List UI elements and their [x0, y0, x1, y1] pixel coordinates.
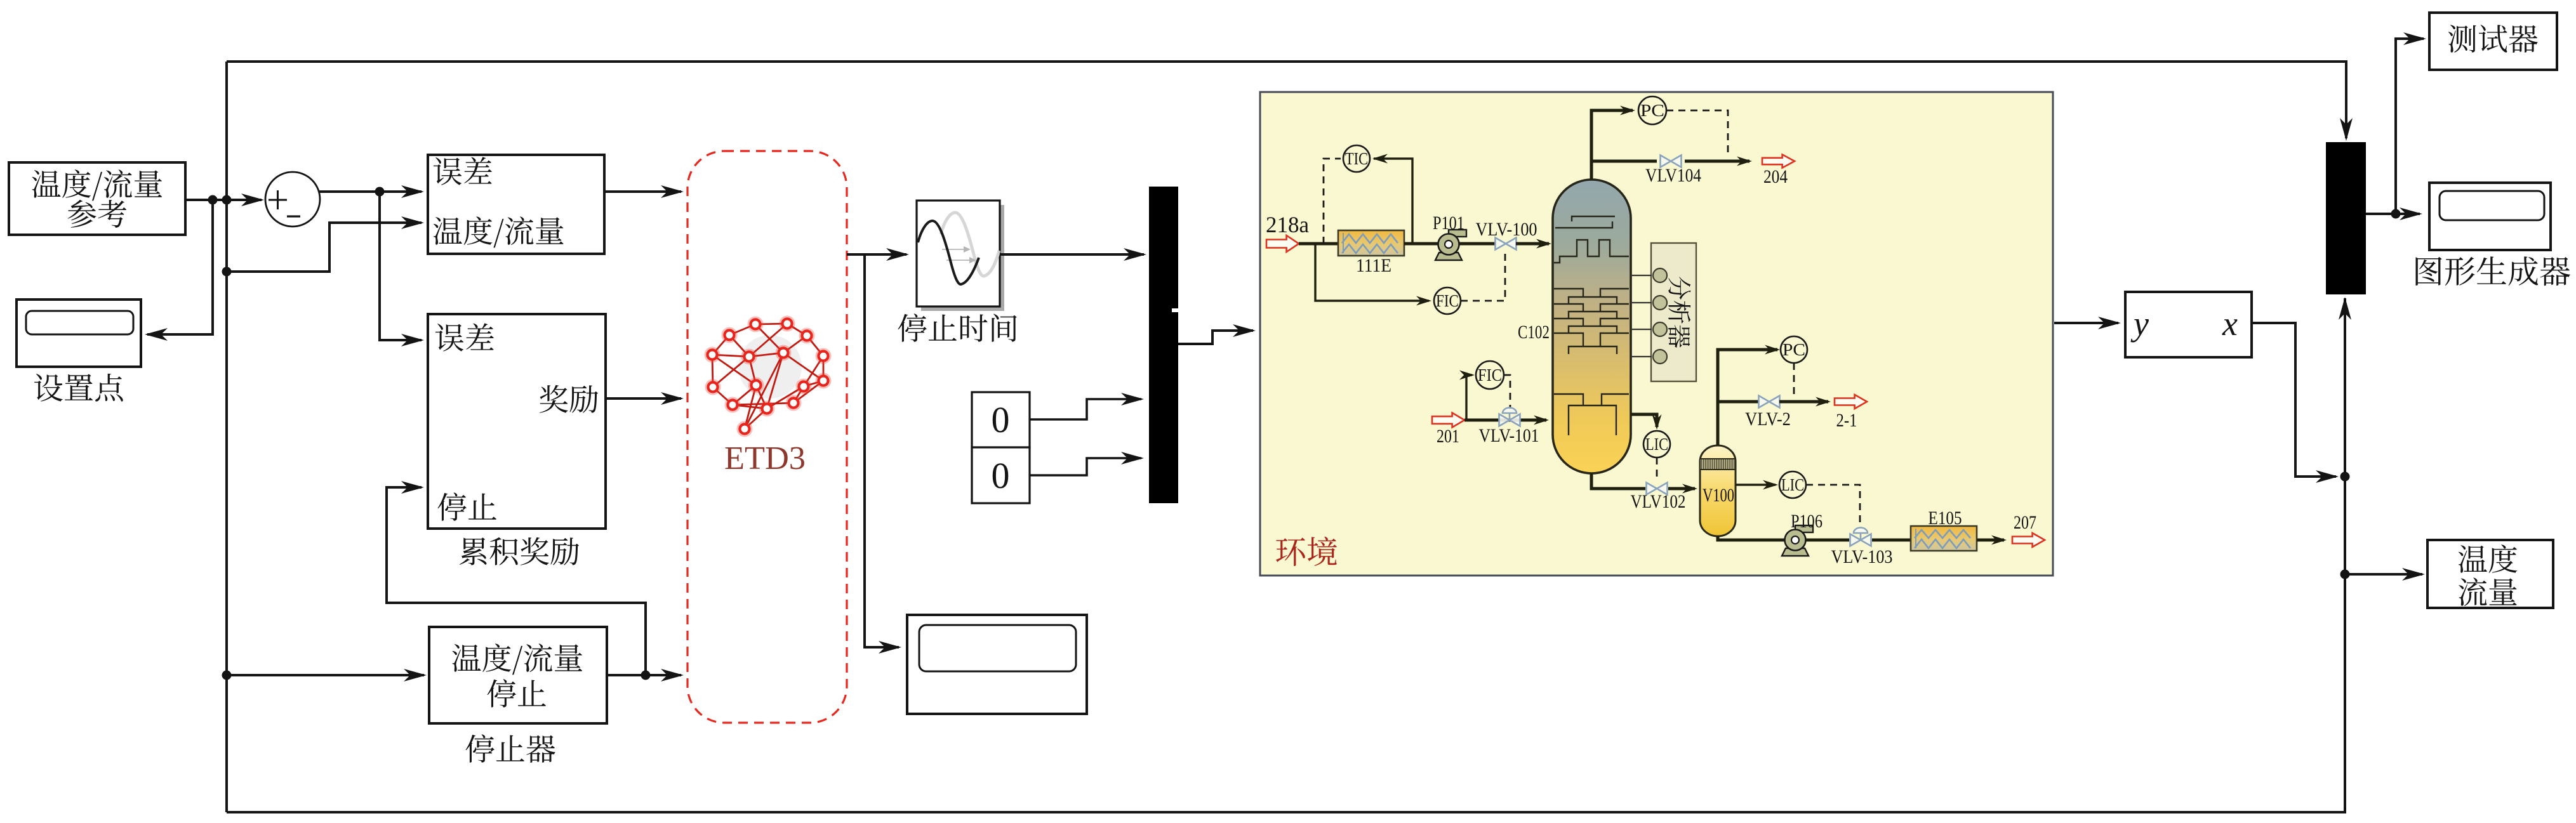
svg-text:111E: 111E	[1356, 255, 1391, 276]
svg-text:201: 201	[1437, 426, 1459, 447]
svg-text:204: 204	[1763, 166, 1788, 187]
svg-text:LIC: LIC	[1645, 435, 1668, 454]
svg-text:PC: PC	[1783, 340, 1805, 359]
svg-text:C102: C102	[1518, 322, 1550, 343]
svg-text:LIC: LIC	[1781, 475, 1804, 494]
svg-text:VLV-101: VLV-101	[1479, 425, 1539, 446]
svg-text:207: 207	[2014, 512, 2036, 533]
svg-text:V100: V100	[1703, 485, 1734, 506]
svg-text:0: 0	[992, 455, 1010, 496]
svg-text:VLV-2: VLV-2	[1745, 409, 1791, 430]
svg-text:y: y	[2130, 305, 2149, 343]
svg-text:E105: E105	[1929, 508, 1962, 529]
svg-text:VLV102: VLV102	[1631, 491, 1686, 512]
svg-text:PC: PC	[1640, 101, 1664, 120]
svg-text:TIC: TIC	[1345, 149, 1368, 168]
svg-text:2-1: 2-1	[1836, 410, 1857, 431]
svg-text:218a: 218a	[1266, 212, 1309, 237]
svg-text:0: 0	[992, 399, 1010, 440]
svg-text:FIC: FIC	[1478, 365, 1502, 385]
svg-text:ETD3: ETD3	[724, 440, 806, 477]
svg-text:VLV-100: VLV-100	[1476, 219, 1537, 240]
svg-text:FIC: FIC	[1436, 291, 1459, 310]
svg-text:P106: P106	[1791, 511, 1822, 532]
svg-text:x: x	[2222, 305, 2238, 343]
svg-text:VLV-103: VLV-103	[1831, 546, 1893, 567]
svg-text:VLV104: VLV104	[1645, 165, 1701, 186]
svg-text:P101: P101	[1433, 213, 1464, 234]
